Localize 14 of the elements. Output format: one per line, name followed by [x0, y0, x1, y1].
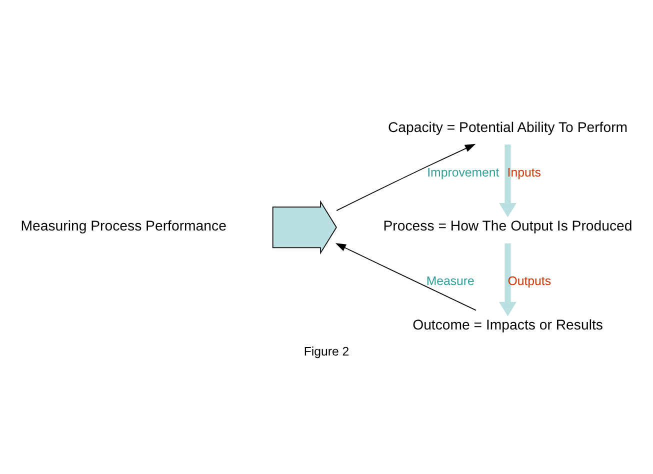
- node-arrow: [272, 200, 337, 254]
- arrow: [336, 143, 476, 211]
- node-text: Capacity = Potential Ability To Perform: [388, 118, 628, 134]
- arrow: [499, 144, 517, 217]
- node-text: Outcome = Impacts or Results: [412, 316, 603, 332]
- edge-label: Outputs: [508, 273, 552, 288]
- caption: Figure 2: [304, 344, 350, 358]
- edge-label: Inputs: [507, 164, 541, 179]
- edge-label: Improvement: [427, 164, 500, 179]
- edge-label: Measure: [426, 273, 474, 288]
- arrow: [335, 242, 476, 310]
- arrow: [499, 242, 517, 316]
- node-text: Measuring Process Performance: [20, 217, 226, 234]
- node-text: Process = How The Output Is Produced: [383, 217, 632, 234]
